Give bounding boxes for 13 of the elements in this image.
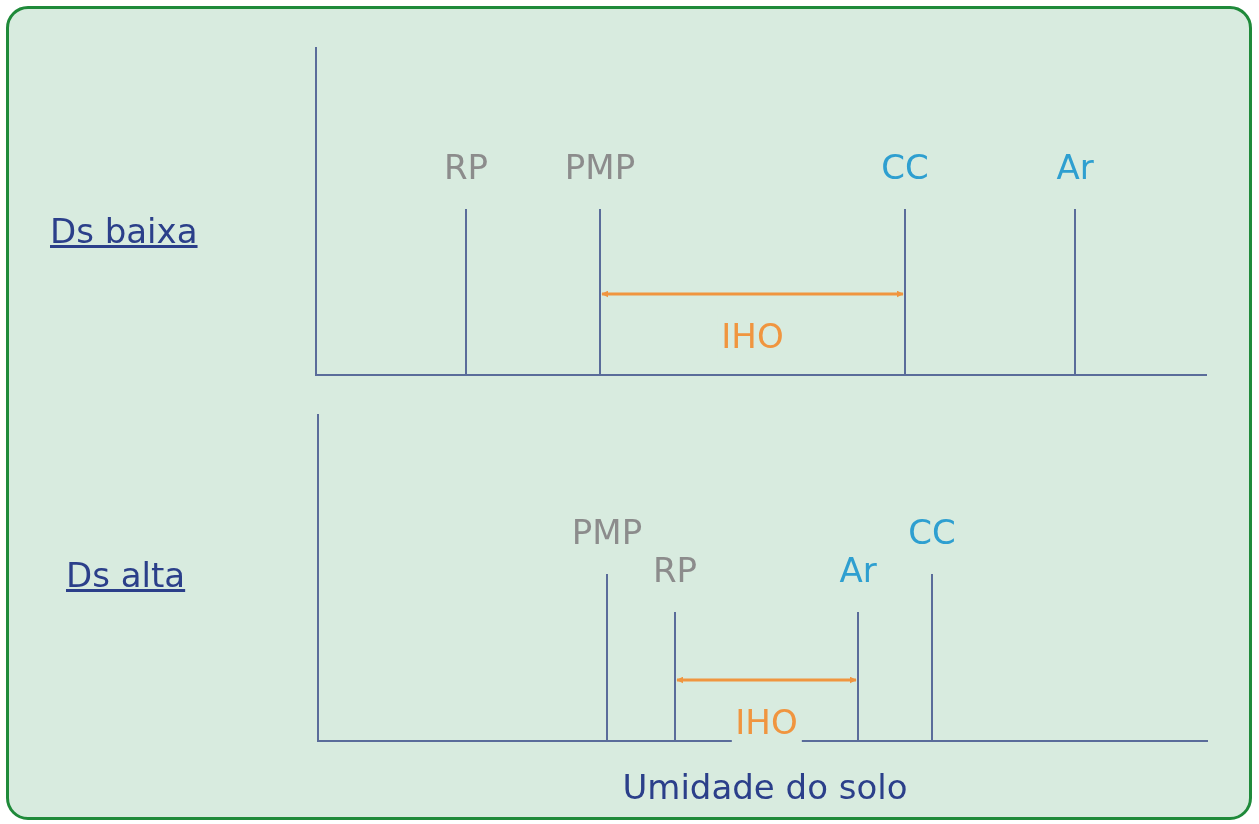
marker-label: PMP: [564, 146, 636, 189]
axis-label: Ds alta: [66, 554, 186, 597]
marker-label: PMP: [571, 511, 643, 554]
marker-label: CC: [881, 146, 929, 189]
double-arrow: [601, 290, 904, 298]
marker-label: Ar: [1056, 146, 1094, 189]
axis-label: Umidade do solo: [621, 766, 909, 809]
marker-label: RP: [443, 146, 489, 189]
axis-label: Ds baixa: [50, 210, 198, 253]
marker-label: RP: [652, 549, 698, 592]
marker-label: CC: [908, 511, 956, 554]
double-arrow: [676, 676, 857, 684]
marker-label: Ar: [839, 549, 877, 592]
